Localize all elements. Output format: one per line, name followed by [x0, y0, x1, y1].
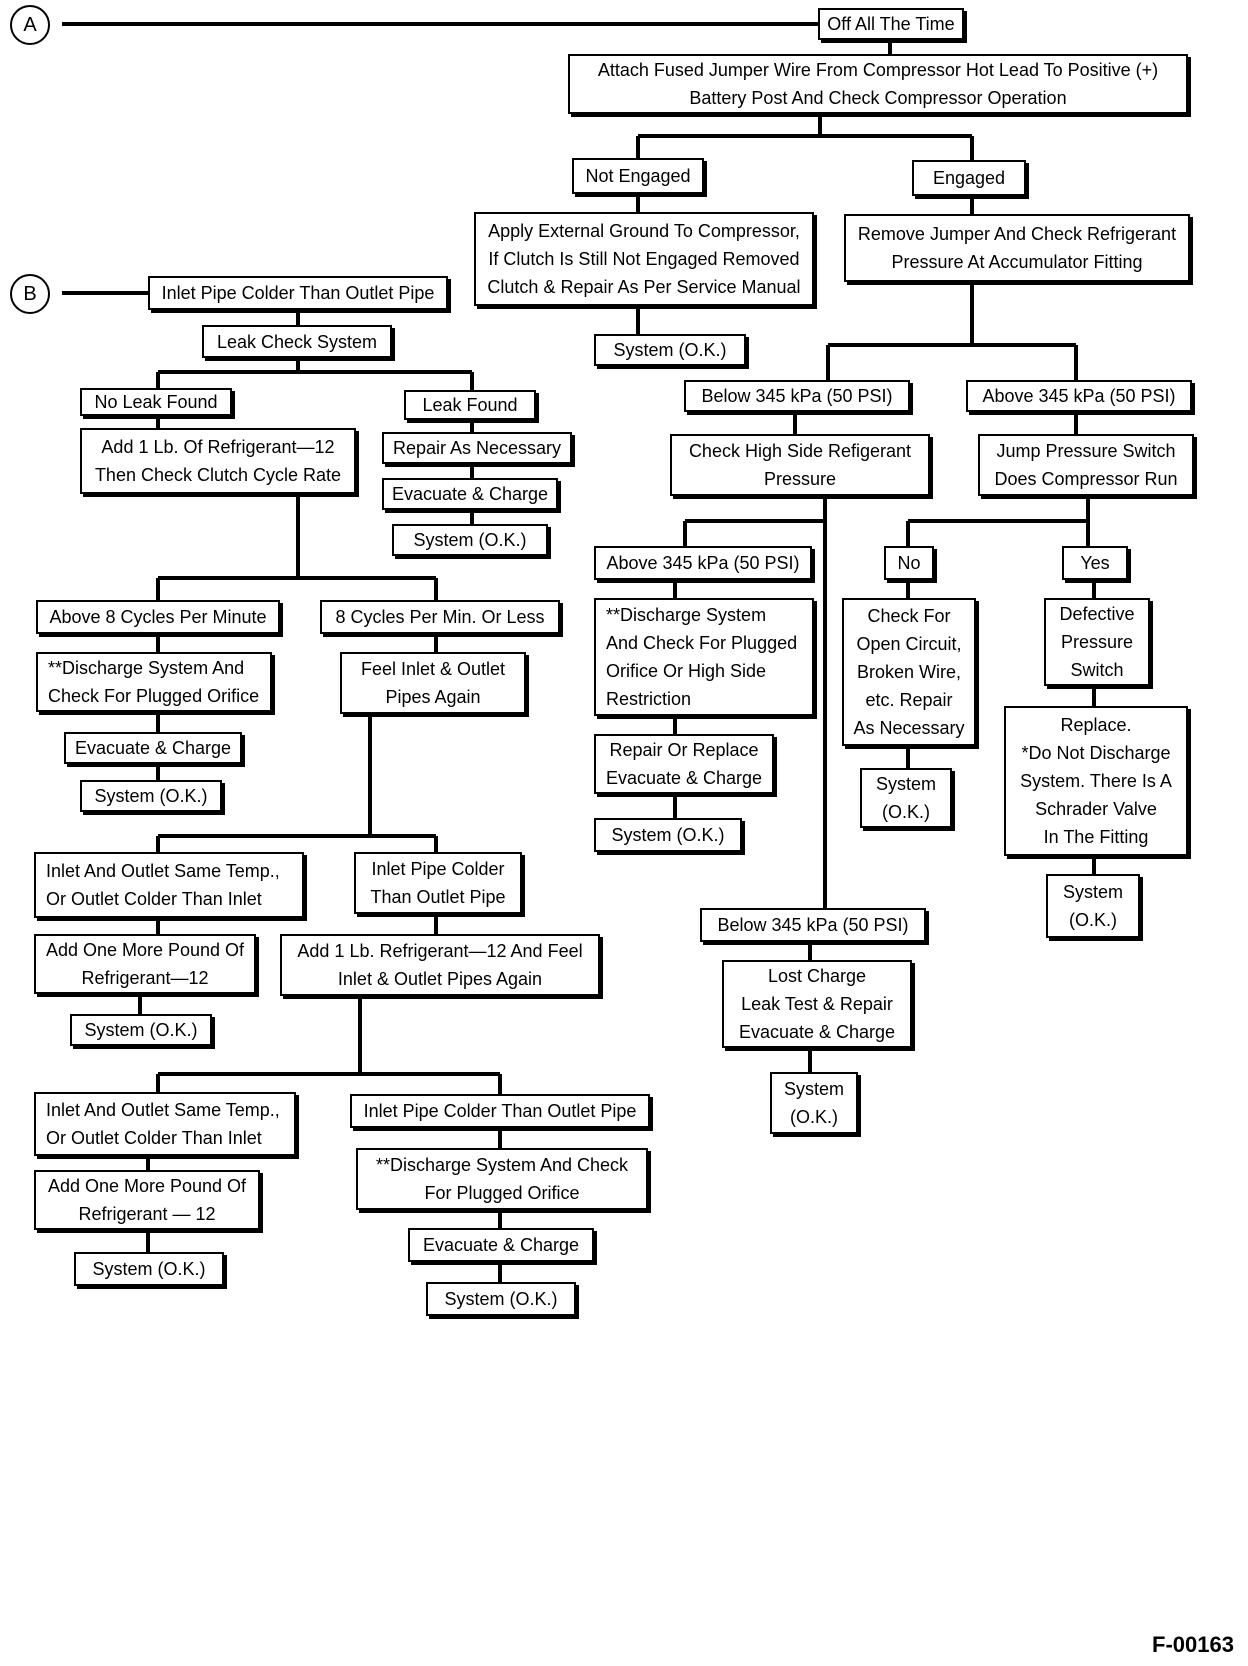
box-8-cycles-or-less: 8 Cycles Per Min. Or Less — [320, 600, 560, 634]
box-below-345-a: Below 345 kPa (50 PSI) — [684, 380, 910, 412]
box-same-temp-1: Inlet And Outlet Same Temp., Or Outlet C… — [34, 852, 304, 918]
box-replace-switch: Replace. *Do Not Discharge System. There… — [1004, 706, 1188, 856]
box-remove-jumper: Remove Jumper And Check Refrigerant Pres… — [844, 214, 1190, 282]
box-leak-found: Leak Found — [404, 390, 536, 420]
box-defective-switch: Defective Pressure Switch — [1044, 598, 1150, 686]
box-system-ok-4: System (O.K.) — [1046, 874, 1140, 938]
box-attach-jumper: Attach Fused Jumper Wire From Compressor… — [568, 54, 1188, 114]
box-system-ok-2: System (O.K.) — [594, 818, 742, 852]
box-system-ok-3: System (O.K.) — [860, 768, 952, 828]
box-evacuate-charge-1: Evacuate & Charge — [382, 478, 558, 510]
box-above-8-cycles: Above 8 Cycles Per Minute — [36, 600, 280, 634]
box-system-ok-1: System (O.K.) — [594, 334, 746, 366]
box-check-high-side: Check High Side Refigerant Pressure — [670, 434, 930, 496]
box-system-ok-8: System (O.K.) — [70, 1014, 212, 1046]
marker-a: A — [10, 5, 50, 45]
box-same-temp-2: Inlet And Outlet Same Temp., Or Outlet C… — [34, 1092, 296, 1156]
box-not-engaged: Not Engaged — [572, 158, 704, 194]
box-repair-as-necessary: Repair As Necessary — [382, 432, 572, 464]
box-apply-ground: Apply External Ground To Compressor, If … — [474, 212, 814, 306]
box-below-345-b: Below 345 kPa (50 PSI) — [700, 908, 926, 942]
marker-b: B — [10, 274, 50, 314]
box-discharge-plugged-2: **Discharge System And Check For Plugged… — [356, 1148, 648, 1210]
box-engaged: Engaged — [912, 160, 1026, 196]
box-discharge-high-side: **Discharge System And Check For Plugged… — [594, 598, 814, 716]
box-add-one-more-2: Add One More Pound Of Refrigerant — 12 — [34, 1170, 260, 1230]
box-no: No — [884, 546, 934, 580]
box-system-ok-10: System (O.K.) — [426, 1282, 576, 1316]
box-no-leak-found: No Leak Found — [80, 388, 232, 416]
box-discharge-plugged-1: **Discharge System And Check For Plugged… — [36, 652, 272, 712]
box-above-345-b: Above 345 kPa (50 PSI) — [594, 546, 812, 580]
box-repair-or-replace: Repair Or Replace Evacuate & Charge — [594, 734, 774, 794]
box-lost-charge: Lost Charge Leak Test & Repair Evacuate … — [722, 960, 912, 1048]
box-inlet-colder-3: Inlet Pipe Colder Than Outlet Pipe — [350, 1094, 650, 1128]
box-leak-check: Leak Check System — [202, 325, 392, 358]
figure-id: F-00163 — [1152, 1632, 1234, 1657]
box-add-1lb: Add 1 Lb. Of Refrigerant—12 Then Check C… — [80, 428, 356, 494]
box-feel-pipes: Feel Inlet & Outlet Pipes Again — [340, 652, 526, 714]
box-system-ok-5: System (O.K.) — [770, 1072, 858, 1134]
box-jump-pressure-switch: Jump Pressure Switch Does Compressor Run — [978, 434, 1194, 496]
box-system-ok-9: System (O.K.) — [74, 1252, 224, 1286]
box-evacuate-charge-3: Evacuate & Charge — [408, 1228, 594, 1262]
box-add-1lb-feel: Add 1 Lb. Refrigerant—12 And Feel Inlet … — [280, 934, 600, 996]
box-evacuate-charge-2: Evacuate & Charge — [64, 732, 242, 764]
box-system-ok-6: System (O.K.) — [392, 524, 548, 556]
box-check-open-circuit: Check For Open Circuit, Broken Wire, etc… — [842, 598, 976, 746]
box-inlet-colder-2: Inlet Pipe Colder Than Outlet Pipe — [354, 852, 522, 914]
box-yes: Yes — [1062, 546, 1128, 580]
box-off-all-the-time: Off All The Time — [818, 8, 964, 40]
box-add-one-more-1: Add One More Pound Of Refrigerant—12 — [34, 934, 256, 994]
box-system-ok-7: System (O.K.) — [80, 780, 222, 812]
box-above-345-a: Above 345 kPa (50 PSI) — [966, 380, 1192, 412]
box-inlet-colder-b: Inlet Pipe Colder Than Outlet Pipe — [148, 276, 448, 310]
